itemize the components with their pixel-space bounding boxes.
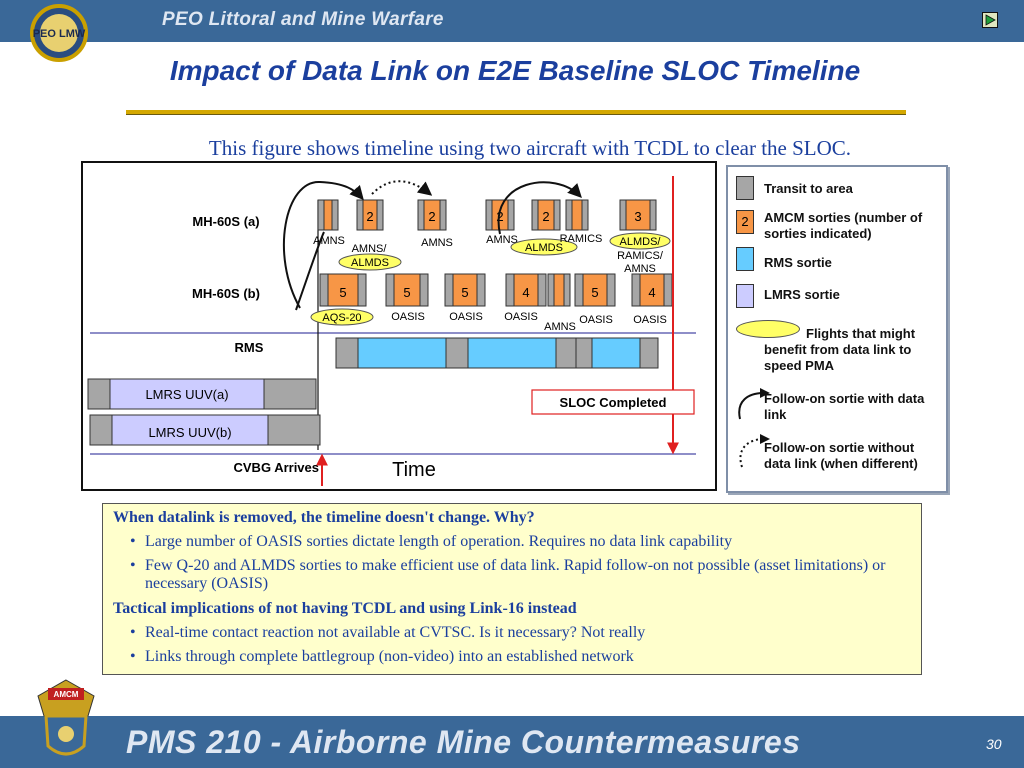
legend-follow-without-icon bbox=[739, 434, 770, 468]
legend-swatch-amcm: 2 bbox=[736, 210, 754, 234]
highlight-ellipse bbox=[510, 238, 578, 256]
footer-title: PMS 210 - Airborne Mine Countermeasures bbox=[126, 724, 801, 760]
legend-label-follow-with: Follow-on sortie with data link bbox=[764, 391, 925, 422]
sortie-block bbox=[565, 199, 589, 231]
sortie-block: 2 bbox=[417, 199, 447, 231]
sortie-label: AMNS bbox=[544, 321, 576, 333]
sortie-count: 2 bbox=[496, 209, 503, 224]
header-bar bbox=[0, 0, 1024, 42]
follow-on-arrow-without-datalink bbox=[371, 180, 433, 196]
sortie-label: ALMDS/ bbox=[620, 236, 662, 248]
sortie-block: 2 bbox=[485, 199, 515, 231]
sortie-block: 4 bbox=[505, 273, 547, 307]
legend-label-flights: Flights that might benefit from data lin… bbox=[764, 326, 916, 373]
follow-on-arrow-with-datalink bbox=[295, 231, 325, 311]
row-label-lmrs-b: LMRS UUV(b) bbox=[148, 425, 231, 440]
lmrs-uuv-a-blocks bbox=[87, 378, 317, 410]
title-underline bbox=[126, 110, 906, 115]
legend-label-follow-without: Follow-on sortie without data link (when… bbox=[764, 440, 918, 471]
legend-swatch-flights bbox=[736, 320, 800, 338]
sortie-block: 4 bbox=[631, 273, 673, 307]
peo-lmw-logo: PEO LMW bbox=[30, 4, 88, 62]
sortie-label: AQS-20 bbox=[322, 312, 361, 324]
notes-heading: Tactical implications of not having TCDL… bbox=[113, 600, 577, 617]
legend-swatch-lmrs bbox=[736, 284, 754, 308]
notes-bullet: Real-time contact reaction not available… bbox=[130, 624, 905, 642]
sortie-block bbox=[547, 273, 571, 307]
legend-label-amcm: AMCM sorties (number of sorties indicate… bbox=[764, 210, 923, 241]
sortie-count: 3 bbox=[634, 209, 641, 224]
sortie-label: OASIS bbox=[579, 314, 613, 326]
legend-panel: Transit to area 2 AMCM sorties (number o… bbox=[726, 165, 948, 493]
sortie-block bbox=[317, 199, 339, 231]
sortie-count: 2 bbox=[366, 209, 373, 224]
sortie-block: 5 bbox=[574, 273, 616, 307]
sortie-label: ALMDS bbox=[351, 257, 389, 269]
highlight-ellipse bbox=[338, 253, 402, 271]
sortie-label: RAMICS/ bbox=[617, 250, 664, 262]
sloc-completed-box bbox=[531, 389, 695, 415]
row-label-mh60s-a: MH-60S (a) bbox=[192, 214, 259, 229]
sortie-label: AMNS/ bbox=[352, 243, 388, 255]
sortie-count: 2 bbox=[428, 209, 435, 224]
cvbg-arrives-label: CVBG Arrives bbox=[234, 460, 320, 475]
sortie-label: RAMICS bbox=[560, 233, 603, 245]
sortie-block: 2 bbox=[356, 199, 384, 231]
notes-bullet: Links through complete battlegroup (non-… bbox=[130, 648, 905, 666]
notes-bullet: Large number of OASIS sorties dictate le… bbox=[130, 533, 905, 551]
slide-title: Impact of Data Link on E2E Baseline SLOC… bbox=[169, 55, 861, 86]
notes-heading: When datalink is removed, the timeline d… bbox=[113, 509, 535, 526]
sortie-label: ALMDS bbox=[525, 242, 563, 254]
row-label-mh60s-b: MH-60S (b) bbox=[192, 286, 260, 301]
sortie-block: 2 bbox=[531, 199, 561, 231]
time-axis-label: Time bbox=[392, 459, 436, 481]
sortie-label: OASIS bbox=[449, 311, 483, 323]
follow-on-arrow-with-datalink bbox=[282, 180, 364, 309]
header-title: PEO Littoral and Mine Warfare bbox=[162, 9, 444, 30]
follow-on-arrow-with-datalink bbox=[497, 181, 582, 235]
sortie-label: OASIS bbox=[504, 311, 538, 323]
page-number: 30 bbox=[986, 736, 1002, 752]
sortie-count: 5 bbox=[403, 285, 410, 300]
sortie-count: 5 bbox=[339, 285, 346, 300]
legend-label-rms: RMS sortie bbox=[764, 255, 832, 270]
row-label-rms: RMS bbox=[235, 340, 264, 355]
legend-label-lmrs: LMRS sortie bbox=[764, 287, 840, 302]
sortie-count: 2 bbox=[542, 209, 549, 224]
sortie-label: AMNS bbox=[624, 263, 656, 275]
footer-bar bbox=[0, 716, 1024, 768]
legend-swatch-transit bbox=[736, 176, 754, 200]
notes-bullet: Few Q-20 and ALMDS sorties to make effic… bbox=[130, 557, 905, 593]
highlight-ellipse bbox=[609, 232, 671, 250]
play-icon[interactable] bbox=[982, 12, 998, 28]
sloc-completed-label: SLOC Completed bbox=[560, 395, 667, 410]
legend-swatch-rms bbox=[736, 247, 754, 271]
sortie-label: AMNS bbox=[421, 237, 453, 249]
sortie-label: OASIS bbox=[633, 314, 667, 326]
slide-subtitle: This figure shows timeline using two air… bbox=[208, 136, 852, 160]
sortie-block: 5 bbox=[319, 273, 367, 307]
legend-label-transit: Transit to area bbox=[764, 181, 853, 196]
sortie-block: 5 bbox=[385, 273, 429, 307]
sortie-label: OASIS bbox=[391, 311, 425, 323]
sortie-block: 3 bbox=[619, 199, 657, 231]
highlight-ellipse bbox=[310, 308, 374, 326]
sortie-count: 5 bbox=[461, 285, 468, 300]
sortie-block: 5 bbox=[444, 273, 486, 307]
sortie-count: 4 bbox=[522, 285, 529, 300]
sortie-count: 4 bbox=[648, 285, 655, 300]
sortie-count: 5 bbox=[591, 285, 598, 300]
legend-follow-with-icon bbox=[738, 388, 770, 420]
row-label-lmrs-a: LMRS UUV(a) bbox=[145, 387, 228, 402]
amcm-logo: AMCM bbox=[37, 679, 95, 756]
notes-box: When datalink is removed, the timeline d… bbox=[102, 503, 922, 675]
rms-sortie-blocks bbox=[335, 337, 659, 369]
amcm-logo-text: AMCM bbox=[54, 690, 79, 699]
peo-lmw-logo-text: PEO LMW bbox=[33, 28, 86, 40]
lmrs-uuv-b-blocks bbox=[89, 414, 321, 446]
sortie-label: AMNS bbox=[486, 234, 518, 246]
